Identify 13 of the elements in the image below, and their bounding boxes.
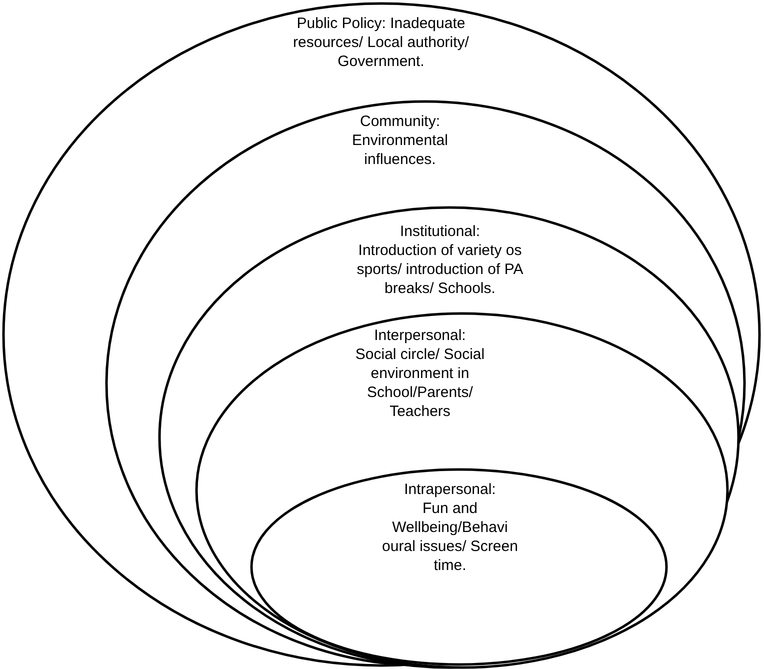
ellipse-layer — [250, 468, 668, 666]
layer-label: Interpersonal: — [374, 326, 466, 345]
layer-label: Introduction of variety os sports/ introduction of PA breaks/ Schools. — [356, 241, 524, 298]
ellipse-layer — [158, 206, 740, 669]
layer-label: Social circle/ Social environment in School/Parents/ Teachers — [354, 345, 486, 421]
layer-label: Community: — [360, 112, 440, 131]
layer-label: Institutional: — [400, 222, 480, 241]
layer-label: Fun and Wellbeing/Behavi oural issues/ Screen time. — [381, 499, 519, 575]
ellipse-layer — [105, 100, 746, 667]
layer-label: Public Policy: Inadequate resources/ Local authority/ Government. — [292, 14, 470, 71]
layer-label: Environmental influences. — [351, 131, 449, 169]
layer-label: Intrapersonal: — [404, 480, 496, 499]
ellipse-layer — [195, 312, 729, 669]
